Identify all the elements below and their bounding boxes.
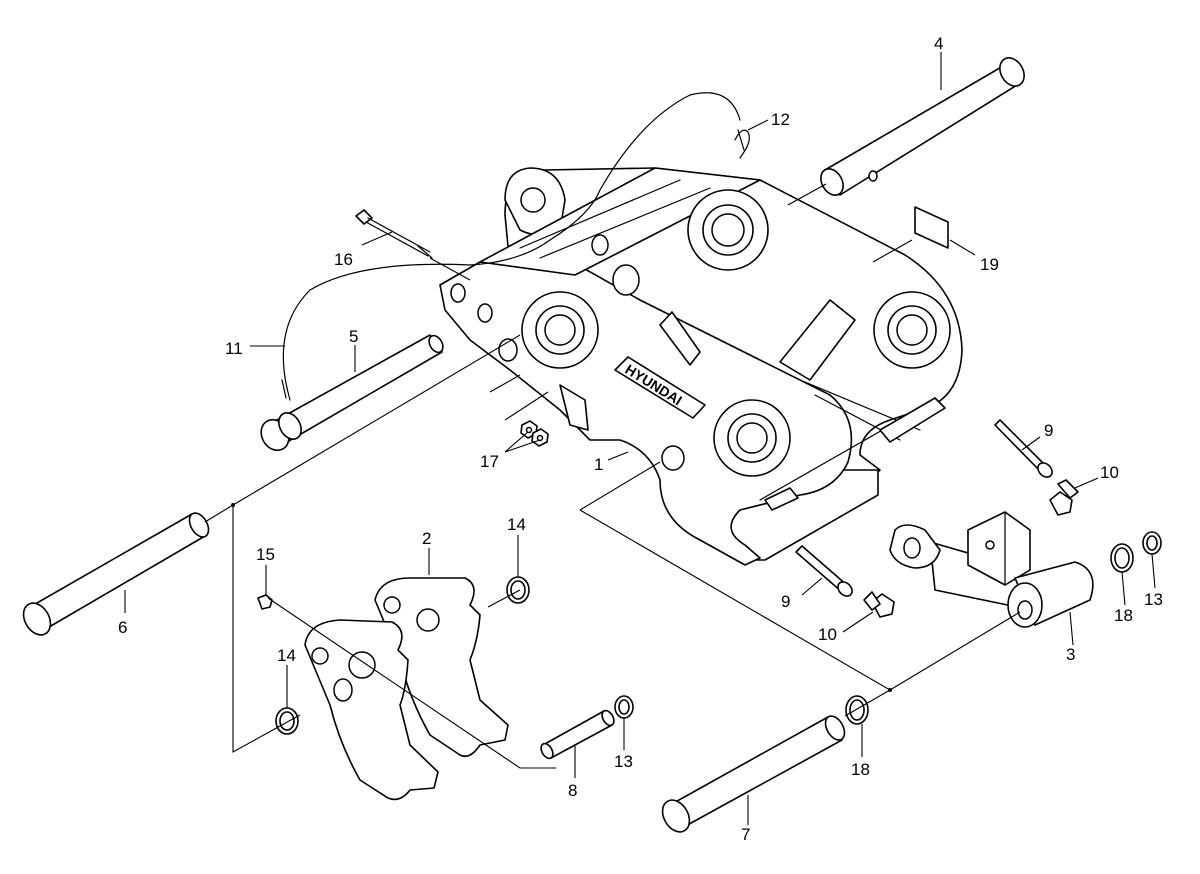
callout-14-left: 14 <box>277 646 296 665</box>
part-8-pin <box>540 709 615 760</box>
part-5-pin <box>260 334 444 452</box>
part-11-wire <box>281 92 741 401</box>
part-14-rings <box>275 576 530 735</box>
callout-18-right: 18 <box>1114 606 1133 625</box>
part-12-r-clip <box>734 129 750 159</box>
part-7-pin <box>661 715 846 833</box>
callout-19: 19 <box>980 255 999 274</box>
callout-4: 4 <box>934 34 943 53</box>
callout-11: 11 <box>225 339 243 358</box>
part-2-hook-plates <box>304 577 509 801</box>
callout-16: 16 <box>334 250 353 269</box>
callout-18-bottom: 18 <box>851 760 870 779</box>
part-16-bolt <box>355 209 433 259</box>
callout-7: 7 <box>741 825 750 844</box>
assembly-lines <box>204 183 1021 769</box>
callout-13-right: 13 <box>1144 590 1163 609</box>
callout-9-right: 9 <box>1044 421 1053 440</box>
callout-5: 5 <box>349 327 358 346</box>
callout-6: 6 <box>118 618 127 637</box>
callout-8: 8 <box>568 781 577 800</box>
callout-17: 17 <box>480 452 499 471</box>
callout-3: 3 <box>1066 645 1075 664</box>
part-6-pin <box>22 512 210 636</box>
callout-10-left: 10 <box>818 625 837 644</box>
callout-13-bottom: 13 <box>614 752 633 771</box>
callout-15: 15 <box>256 545 275 564</box>
part-13-snap-rings <box>614 531 1162 719</box>
callout-leaders <box>124 52 1156 825</box>
callout-1: 1 <box>594 455 603 474</box>
callout-2: 2 <box>422 529 431 548</box>
callout-12: 12 <box>771 110 790 129</box>
part-4-pin <box>820 57 1025 196</box>
part-18-orings <box>845 543 1134 725</box>
part-15-grease-nipple <box>257 594 273 610</box>
callout-10-right: 10 <box>1100 463 1119 482</box>
callout-9-left: 9 <box>781 592 790 611</box>
part-19-label <box>914 206 949 249</box>
part-10-fittings <box>863 479 1079 618</box>
part-9-bolts <box>795 419 1053 597</box>
callout-labels: 4 12 19 16 5 11 17 1 6 2 14 15 14 8 13 7… <box>118 34 1163 844</box>
part-1-coupler-frame: HYUNDAI <box>439 167 963 566</box>
callout-14-top: 14 <box>507 515 526 534</box>
part-3-cylinder <box>889 511 1094 628</box>
